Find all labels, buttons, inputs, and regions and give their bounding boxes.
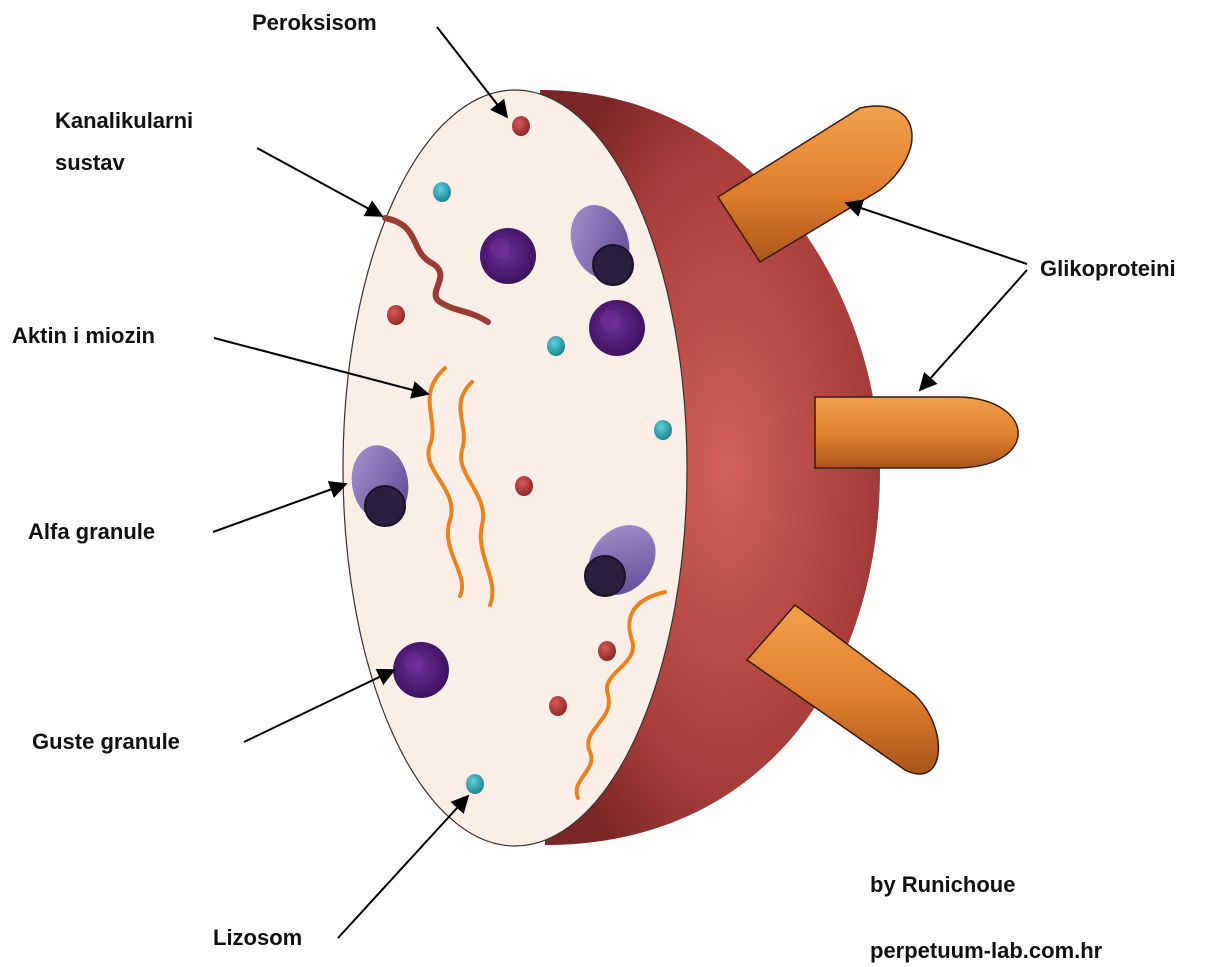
lysosome-4	[466, 774, 484, 794]
peroxisome-4	[598, 641, 616, 661]
lysosome-1	[433, 182, 451, 202]
label-glikoproteini: Glikoproteini	[1040, 256, 1176, 281]
arrow-glikoproteini-top	[846, 203, 1027, 264]
dense-granule-3	[393, 642, 449, 698]
label-lizosom: Lizosom	[213, 925, 302, 950]
label-guste-granule: Guste granule	[32, 729, 180, 754]
arrow-glikoproteini-bottom	[920, 270, 1027, 390]
label-alfa-granule: Alfa granule	[28, 519, 155, 544]
arrow-alfa	[213, 484, 346, 532]
peroxisome-1	[512, 116, 530, 136]
label-kanalikularni-line1: Kanalikularni	[55, 108, 193, 133]
arrow-kanalikularni	[257, 148, 382, 216]
arrow-guste	[244, 670, 394, 742]
glycoprotein-middle	[815, 397, 1018, 468]
dense-granule-2	[589, 300, 645, 356]
arrow-lizosom	[338, 796, 468, 938]
peroxisome-5	[549, 696, 567, 716]
glycoprotein-top	[718, 106, 912, 262]
credit-site: perpetuum-lab.com.hr	[870, 938, 1103, 963]
peroxisome-2	[387, 305, 405, 325]
credit-author: by Runichoue	[870, 872, 1015, 897]
label-aktin-i-miozin: Aktin i miozin	[12, 323, 155, 348]
label-kanalikularni-line2: sustav	[55, 150, 125, 175]
peroxisome-3	[515, 476, 533, 496]
lysosome-2	[547, 336, 565, 356]
label-peroksisom: Peroksisom	[252, 10, 377, 35]
dense-granule-1	[480, 228, 536, 284]
lysosome-3	[654, 420, 672, 440]
